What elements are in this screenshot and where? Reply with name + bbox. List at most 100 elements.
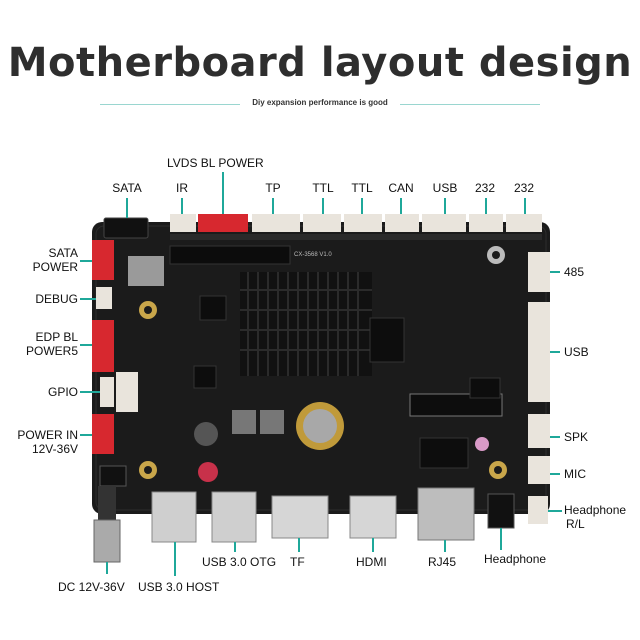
coin-battery (303, 409, 337, 443)
chip-b (193, 365, 217, 389)
label-can: CAN (388, 181, 414, 195)
label-tf: TF (290, 555, 305, 569)
lead-sata-power (80, 260, 92, 262)
top-pin-strip (170, 234, 542, 240)
rj45-port (417, 487, 475, 541)
gpio-connector-a (100, 377, 114, 407)
label-hdmi: HDMI (356, 555, 387, 569)
usb-top-connector (422, 214, 466, 232)
hdmi-port (349, 495, 397, 539)
lead-usb-right (550, 351, 560, 353)
label-ir: IR (176, 181, 188, 195)
headphone-jack (487, 493, 515, 529)
label-headphone: Headphone (484, 552, 547, 566)
lead-spk (550, 436, 560, 438)
lead-power-in (80, 434, 92, 436)
lead-sata (126, 198, 128, 218)
lead-gpio (80, 391, 100, 393)
ttl2-connector (344, 214, 382, 232)
label-usb3-otg: USB 3.0 OTG (202, 555, 277, 569)
lead-can (400, 198, 402, 214)
usb3-host-port (151, 491, 197, 543)
memory-chip (369, 317, 405, 363)
lead-485 (550, 271, 560, 273)
label-232-2: 232 (513, 181, 535, 195)
can-connector (385, 214, 419, 232)
label-sata-power-2: POWER (32, 260, 78, 274)
inductor-c (194, 422, 218, 446)
lead-headphone-rl (548, 510, 562, 512)
inductor-b (260, 410, 284, 434)
label-power-in-1: POWER IN (17, 428, 78, 442)
label-usb3-host: USB 3.0 HOST (138, 580, 220, 594)
label-tp: TP (265, 181, 281, 195)
wifi-module (128, 256, 164, 286)
mounting-holes (139, 246, 507, 479)
label-lvds-bl-power: LVDS BL POWER (167, 156, 264, 170)
lead-tp (272, 198, 274, 214)
inductor-a (232, 410, 256, 434)
label-485: 485 (564, 265, 585, 279)
capacitor-red (198, 462, 218, 482)
usb-right-connector (528, 302, 550, 402)
lead-232-2 (524, 198, 526, 214)
chip-c (419, 437, 469, 469)
rs232-2-connector (506, 214, 542, 232)
sata-power-connector (92, 240, 114, 280)
lead-usb3-otg (234, 542, 236, 552)
lead-ttl2 (361, 198, 363, 214)
lead-edp (80, 344, 92, 346)
label-mic: MIC (564, 467, 586, 481)
rs485-connector (528, 252, 550, 292)
heatsink (240, 272, 372, 376)
label-power-in-2: 12V-36V (31, 442, 78, 456)
usb3-otg-port (211, 491, 257, 543)
m2-slot (409, 393, 503, 417)
lead-rj45 (444, 540, 446, 552)
chip-d (469, 377, 501, 399)
label-headphone-rl-2: R/L (566, 517, 585, 531)
label-gpio: GPIO (47, 385, 78, 399)
lead-usb3-host (174, 542, 176, 576)
subtitle-bar: Diy expansion performance is good (0, 98, 640, 112)
top-connectors (103, 214, 542, 239)
rs232-1-connector (469, 214, 503, 232)
lead-headphone (500, 528, 502, 550)
debug-connector (96, 287, 112, 309)
lead-232-1 (485, 198, 487, 214)
edp-bl-connector (92, 320, 114, 372)
ttl1-connector (303, 214, 341, 232)
power-in-connector (92, 414, 114, 454)
lead-mic (550, 473, 560, 475)
spk-connector (528, 414, 550, 448)
label-edp-bl-1: EDP BL (35, 330, 78, 344)
bottom-ports (151, 487, 515, 543)
tp-connector (252, 214, 300, 232)
lead-debug (80, 298, 96, 300)
dc-jack-barrel (93, 519, 121, 563)
mic-connector (528, 456, 550, 484)
label-spk: SPK (564, 430, 589, 444)
page-title: Motherboard layout design (7, 40, 633, 86)
label-sata: SATA (112, 181, 142, 195)
dc-jack-body (99, 465, 127, 487)
label-ttl-1: TTL (312, 181, 334, 195)
lead-hdmi (372, 538, 374, 552)
lvds-bl-connector (198, 214, 248, 232)
label-usb-right: USB (564, 345, 589, 359)
subtitle-rule-left (100, 104, 240, 105)
chip-a (199, 295, 227, 321)
board-model-text: CX-3568 V1.0 (294, 252, 332, 258)
gpio-connector-b (116, 372, 138, 412)
lead-ttl1 (322, 198, 324, 214)
lead-ir (181, 198, 183, 214)
lead-dc (106, 562, 108, 574)
label-dc-in: DC 12V-36V (58, 580, 125, 594)
subtitle-rule-right (400, 104, 540, 105)
ir-connector (170, 214, 196, 232)
lead-tf (298, 538, 300, 552)
right-connectors (528, 252, 550, 524)
tf-slot (271, 495, 329, 539)
dc-jack-neck (98, 486, 116, 520)
